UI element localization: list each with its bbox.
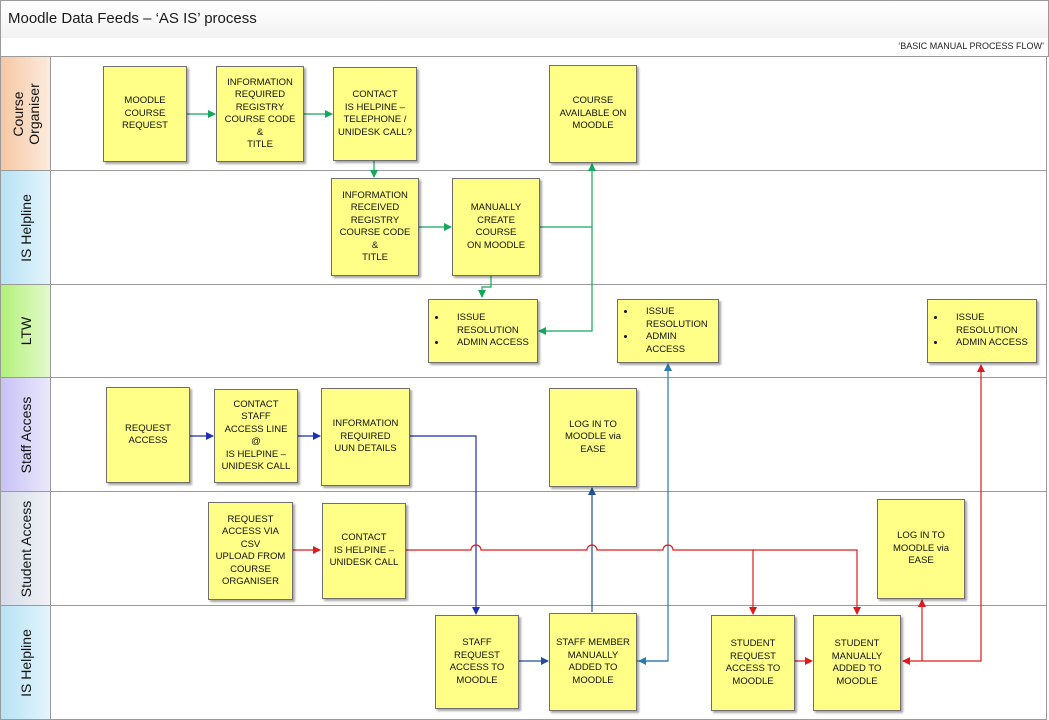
student-manually-added-box: STUDENT MANUALLY ADDED TO MOODLE: [813, 615, 901, 711]
lane-ltw: LTW: [0, 285, 1047, 378]
information-required-registry-box: INFORMATION REQUIRED REGISTRY COURSE COD…: [216, 66, 304, 162]
lane-label-is-helpline-top: IS Helpline: [1, 171, 51, 284]
flow-create-to-available: [539, 163, 596, 228]
phase-label: ‘BASIC MANUAL PROCESS FLOW’: [898, 41, 1044, 51]
information-required-uun-box: INFORMATION REQUIRED UUN DETAILS: [321, 388, 410, 486]
ltw-issue-box-1: ISSUE RESOLUTIONADMIN ACCESS: [428, 299, 538, 363]
moodle-course-request-box: MOODLE COURSE REQUEST: [103, 66, 187, 162]
ltw-3-issue-resolution: ISSUE RESOLUTION: [946, 312, 1028, 337]
staff-member-added-box: STAFF MEMBER MANUALLY ADDED TO MOODLE: [549, 613, 637, 711]
lane-course-organiser: Course Organiser: [0, 57, 1047, 171]
request-access-csv-box: REQUEST ACCESS VIA CSV UPLOAD FROM COURS…: [208, 502, 293, 600]
contact-is-helpline-box: CONTACT IS HELPINE – TELEPHONE / UNIDESK…: [333, 67, 417, 161]
lane-staff-access: Staff Access: [0, 378, 1047, 492]
staff-log-in-box: LOG IN TO MOODLE via EASE: [549, 388, 637, 487]
ltw-issue-box-2: ISSUE RESOLUTIONADMIN ACCESS: [617, 299, 719, 363]
staff-request-access-box: STAFF REQUEST ACCESS TO MOODLE: [435, 615, 519, 709]
flow-contact-to-student-request: [405, 544, 757, 615]
request-access-box: REQUEST ACCESS: [106, 387, 190, 483]
diagram-title: Moodle Data Feeds – ‘AS IS’ process: [8, 10, 257, 27]
lane-label-ltw: LTW: [1, 285, 51, 377]
ltw-3-admin-access: ADMIN ACCESS: [946, 337, 1028, 350]
manually-create-course-box: MANUALLY CREATE COURSE ON MOODLE: [452, 178, 540, 276]
lane-label-student-access: Student Access: [1, 492, 51, 605]
course-available-box: COURSE AVAILABLE ON MOODLE: [549, 65, 637, 163]
contact-is-helpine-unidesk-box: CONTACT IS HELPINE – UNIDESK CALL: [322, 503, 406, 599]
flow-contact-to-student-added: [753, 549, 861, 615]
ltw-issue-box-3: ISSUE RESOLUTIONADMIN ACCESS: [927, 299, 1037, 363]
ltw-2-issue-resolution: ISSUE RESOLUTION: [636, 306, 714, 331]
student-log-in-box: LOG IN TO MOODLE via EASE: [877, 499, 965, 599]
lane-student-access: Student Access: [0, 492, 1047, 606]
ltw-2-admin-access: ADMIN ACCESS: [636, 331, 714, 356]
information-received-registry-box: INFORMATION RECEIVED REGISTRY COURSE COD…: [331, 178, 419, 276]
diagram-title-bar: Moodle Data Feeds – ‘AS IS’ process: [0, 0, 1049, 39]
flow-added-to-ltw-3: [922, 364, 985, 662]
flow-added-to-ltw-2: [637, 363, 672, 662]
flow-create-down-ltw: [478, 276, 492, 298]
contact-staff-access-line-box: CONTACT STAFF ACCESS LINE @ IS HELPINE –…: [214, 389, 298, 483]
lane-label-course-organiser: Course Organiser: [1, 57, 51, 170]
ltw-1-issue-resolution: ISSUE RESOLUTION: [447, 312, 529, 337]
student-request-access-box: STUDENT REQUEST ACCESS TO MOODLE: [711, 615, 795, 711]
lane-label-is-helpline-bottom: IS Helpline: [1, 606, 51, 719]
flow-create-to-ltw: [538, 227, 593, 335]
lane-label-staff-access: Staff Access: [1, 378, 51, 491]
flow-uun-to-staff-request: [409, 435, 480, 615]
ltw-1-admin-access: ADMIN ACCESS: [447, 337, 529, 350]
lane-is-helpline-top: IS Helpline: [0, 171, 1047, 285]
